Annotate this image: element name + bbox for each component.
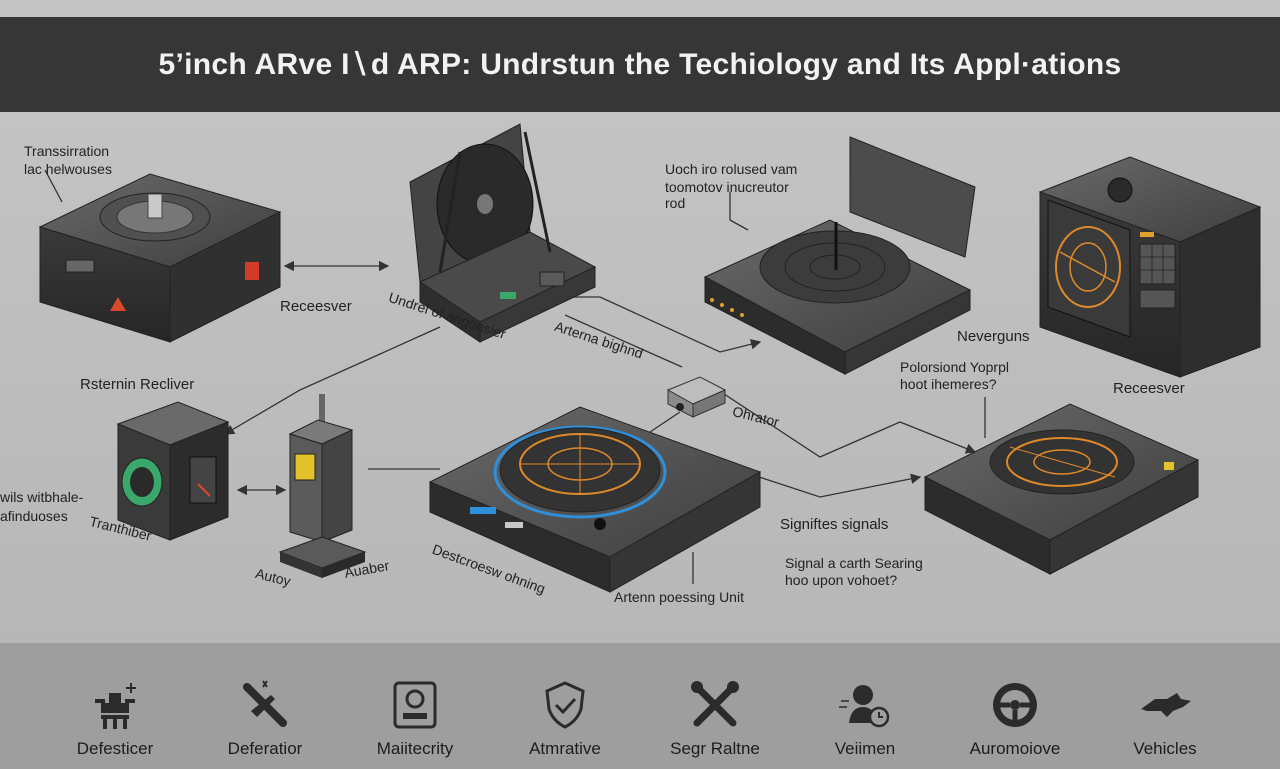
label-receesver-left: Receesver xyxy=(280,298,352,315)
label-polorsiond-line-1: Polorsiond Yoprpl xyxy=(900,359,1009,375)
app-item-veiimen: Veiimen xyxy=(800,643,930,759)
cube-receiver-device xyxy=(116,401,230,541)
app-label: Segr Raltne xyxy=(670,739,760,758)
top-strip xyxy=(0,0,1280,17)
app-label: Deferatior xyxy=(227,739,303,758)
label-wils-line-1: wils witbhale- xyxy=(0,489,84,505)
app-label: Atmrative xyxy=(529,739,601,758)
label-signiftes-signals: Signiftes signals xyxy=(780,516,889,533)
steering-wheel-icon xyxy=(993,683,1037,727)
label-transsirration: Transsirration xyxy=(24,143,110,159)
shield-check-icon xyxy=(545,681,585,729)
page-title: 5’inch ARve I∖d ARP: Undrstun the Techio… xyxy=(158,48,1122,81)
label-neverguns: Neverguns xyxy=(957,328,1030,345)
diagram-canvas xyxy=(38,123,1262,593)
drone-icon xyxy=(95,683,136,729)
label-uoch-line-3: rod xyxy=(665,195,686,211)
receiver-panel-device xyxy=(1038,156,1262,378)
label-artenn-poessing-unit: Artenn poessing Unit xyxy=(614,589,744,605)
label-uoch-line-1: Uoch iro rolused vam xyxy=(665,161,798,177)
label-wils-line-2: afinduoses xyxy=(0,508,68,524)
label-receesver-right: Receesver xyxy=(1113,380,1185,397)
vehicle-icon xyxy=(1141,693,1191,717)
label-polorsiond-line-2: hoot ihemeres? xyxy=(900,376,997,392)
app-item-defesticer: Defesticer xyxy=(50,643,180,759)
app-item-maiitecrity: Maiitecrity xyxy=(350,643,480,759)
app-label: Maiitecrity xyxy=(376,739,454,758)
label-uoch-line-2: toomotov inucreutor xyxy=(665,179,789,195)
connector-lines xyxy=(44,169,986,584)
app-label: Veiimen xyxy=(834,739,896,758)
app-item-vehicles: Vehicles xyxy=(1100,643,1230,759)
app-item-deferatior: Deferatior xyxy=(200,643,330,759)
aircraft-icon xyxy=(243,680,287,727)
sensor-block-device xyxy=(666,376,727,418)
right-radar-receiver-device xyxy=(923,403,1200,575)
label-signal-line-1: Signal a carth Searing xyxy=(785,555,923,571)
app-label: Defesticer xyxy=(76,739,154,758)
label-lac-helwouses: lac helwouses xyxy=(24,161,112,177)
title-bar: 5’inch ARve I∖d ARP: Undrstun the Techio… xyxy=(0,17,1280,112)
signal-disc-device xyxy=(409,123,597,343)
antenna-radar-device xyxy=(703,136,976,375)
label-signal-line-2: hoo upon vohoet? xyxy=(785,572,898,588)
tower-transmitter-device xyxy=(278,394,367,578)
diagram-area: Transsirration lac helwouses Receesver U… xyxy=(0,112,1280,643)
transmitter-box-device xyxy=(38,173,282,343)
crossed-tools-icon xyxy=(691,681,739,727)
device-panel-icon xyxy=(393,681,437,729)
app-item-segr-raltne: Segr Raltne xyxy=(650,643,780,759)
app-item-auromoiove: Auromoiove xyxy=(950,643,1080,759)
person-clock-icon xyxy=(839,685,890,728)
applications-bar: Defesticer Deferatior Maiitecrity Atmrat… xyxy=(0,643,1280,769)
app-label: Auromoiove xyxy=(969,739,1061,758)
app-label: Vehicles xyxy=(1133,739,1197,758)
app-item-atmrative: Atmrative xyxy=(500,643,630,759)
central-processing-unit-device xyxy=(428,406,762,593)
label-rsternin-recliver: Rsternin Recliver xyxy=(80,376,195,393)
